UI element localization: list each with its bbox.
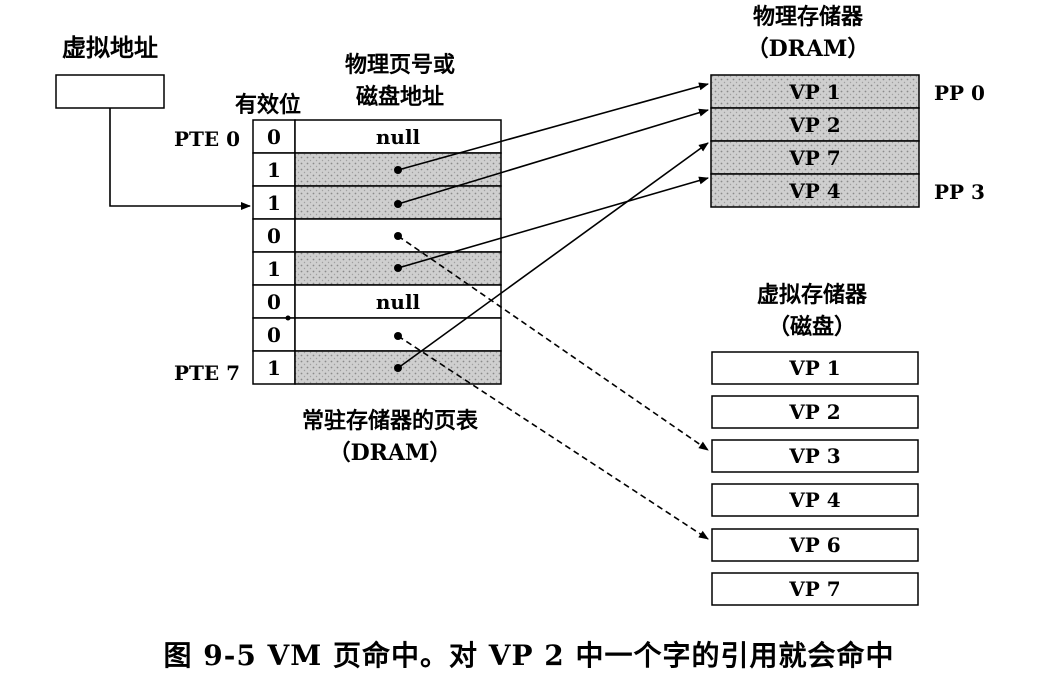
valid-bit-header: 有效位 <box>235 92 301 118</box>
disk-page-label: VP 7 <box>788 577 840 601</box>
mapping-pte7-pp2 <box>397 142 709 369</box>
valid-bit: 0 <box>267 290 281 314</box>
address-header-line2: 磁盘地址 <box>356 84 444 110</box>
page-table-caption-line2: （DRAM） <box>329 440 452 466</box>
mapping-pte2-pp1 <box>397 108 709 205</box>
page-table-entry: 1 <box>252 152 502 187</box>
disk-page-box <box>711 572 919 606</box>
physical-page-box <box>710 74 920 109</box>
address-cell <box>294 284 502 319</box>
virtual-address-arrow <box>109 108 251 210</box>
address-value: null <box>376 125 421 149</box>
valid-bit: 1 <box>267 356 281 380</box>
disk-page: VP 1 <box>711 351 919 385</box>
page-table-entry: 1 <box>252 350 502 385</box>
valid-bit: 1 <box>267 257 281 281</box>
figure-caption: 图 9-5 VM 页命中。对 VP 2 中一个字的引用就会命中 <box>163 639 895 672</box>
valid-bit: 0 <box>267 323 281 347</box>
physical-page: VP 1 <box>710 74 920 109</box>
physical-page: VP 4 <box>710 173 920 208</box>
disk-page: VP 2 <box>711 395 919 429</box>
address-value: null <box>376 290 421 314</box>
physical-page-label: VP 7 <box>788 146 840 170</box>
valid-bit: 0 <box>267 125 281 149</box>
disk-page: VP 6 <box>711 528 919 562</box>
physical-page-box <box>710 140 920 175</box>
pp-3-label: PP 3 <box>934 180 985 204</box>
physical-memory-title-line2: （DRAM） <box>747 36 870 62</box>
virtual-memory: VP 1 VP 2 VP 3 VP 4 VP 6 VP 7 <box>711 351 919 606</box>
mapping-pte1-pp0 <box>397 82 709 171</box>
physical-memory: VP 1 VP 2 VP 7 VP 4 <box>710 74 920 208</box>
physical-page-box <box>710 173 920 208</box>
page-table-caption-line1: 常驻存储器的页表 <box>302 408 479 434</box>
mapping-pte3-disk <box>397 235 709 451</box>
physical-page: VP 7 <box>710 140 920 175</box>
pointer-dots <box>285 166 402 372</box>
address-cell <box>294 317 502 352</box>
disk-page: VP 3 <box>711 439 919 473</box>
disk-page-box <box>711 439 919 473</box>
virtual-address-label: 虚拟地址 <box>62 33 158 62</box>
address-cell <box>294 218 502 253</box>
mapping-pte6-disk <box>397 335 709 540</box>
physical-page-label: VP 4 <box>788 179 841 203</box>
disk-page-label: VP 3 <box>788 444 840 468</box>
valid-bit: 0 <box>267 224 281 248</box>
disk-page-box <box>711 483 919 517</box>
address-header-line1: 物理页号或 <box>345 52 455 78</box>
physical-page-box <box>710 107 920 142</box>
disk-page: VP 4 <box>711 483 919 517</box>
disk-page-box <box>711 351 919 385</box>
physical-memory-title-line1: 物理存储器 <box>753 4 864 30</box>
page-table-entry: 0 null <box>252 284 502 319</box>
pp-0-label: PP 0 <box>934 81 985 105</box>
page-table: 0 null 1 1 0 1 0 null 0 1 <box>252 119 502 385</box>
physical-page-label: VP 1 <box>788 80 840 104</box>
pte-0-label: PTE 0 <box>174 127 240 151</box>
disk-page-label: VP 1 <box>788 356 840 380</box>
page-table-entry: 1 <box>252 185 502 220</box>
virtual-memory-title-line1: 虚拟存储器 <box>757 282 868 308</box>
page-table-entry: 0 <box>252 218 502 253</box>
mapping-pte4-pp3 <box>397 176 709 269</box>
address-cell <box>294 119 502 154</box>
pte-7-label: PTE 7 <box>174 361 240 385</box>
vm-diagram: 虚拟地址 有效位 物理页号或 磁盘地址 0 null 1 1 0 1 0 null 0 1 PTE… <box>55 4 985 606</box>
disk-page-label: VP 4 <box>788 488 841 512</box>
virtual-memory-title-line2: （磁盘） <box>768 314 856 340</box>
disk-page-label: VP 6 <box>788 533 840 557</box>
virtual-address-box <box>55 74 165 109</box>
disk-page-label: VP 2 <box>788 400 840 424</box>
page-table-entry: 0 <box>252 317 502 352</box>
physical-page-label: VP 2 <box>788 113 840 137</box>
valid-bit: 1 <box>267 158 281 182</box>
disk-page-box <box>711 528 919 562</box>
page-mappings <box>397 82 709 540</box>
valid-bit: 1 <box>267 191 281 215</box>
page-table-entry: 0 null <box>252 119 502 154</box>
physical-page: VP 2 <box>710 107 920 142</box>
page-table-entry: 1 <box>252 251 502 286</box>
disk-page-box <box>711 395 919 429</box>
disk-page: VP 7 <box>711 572 919 606</box>
